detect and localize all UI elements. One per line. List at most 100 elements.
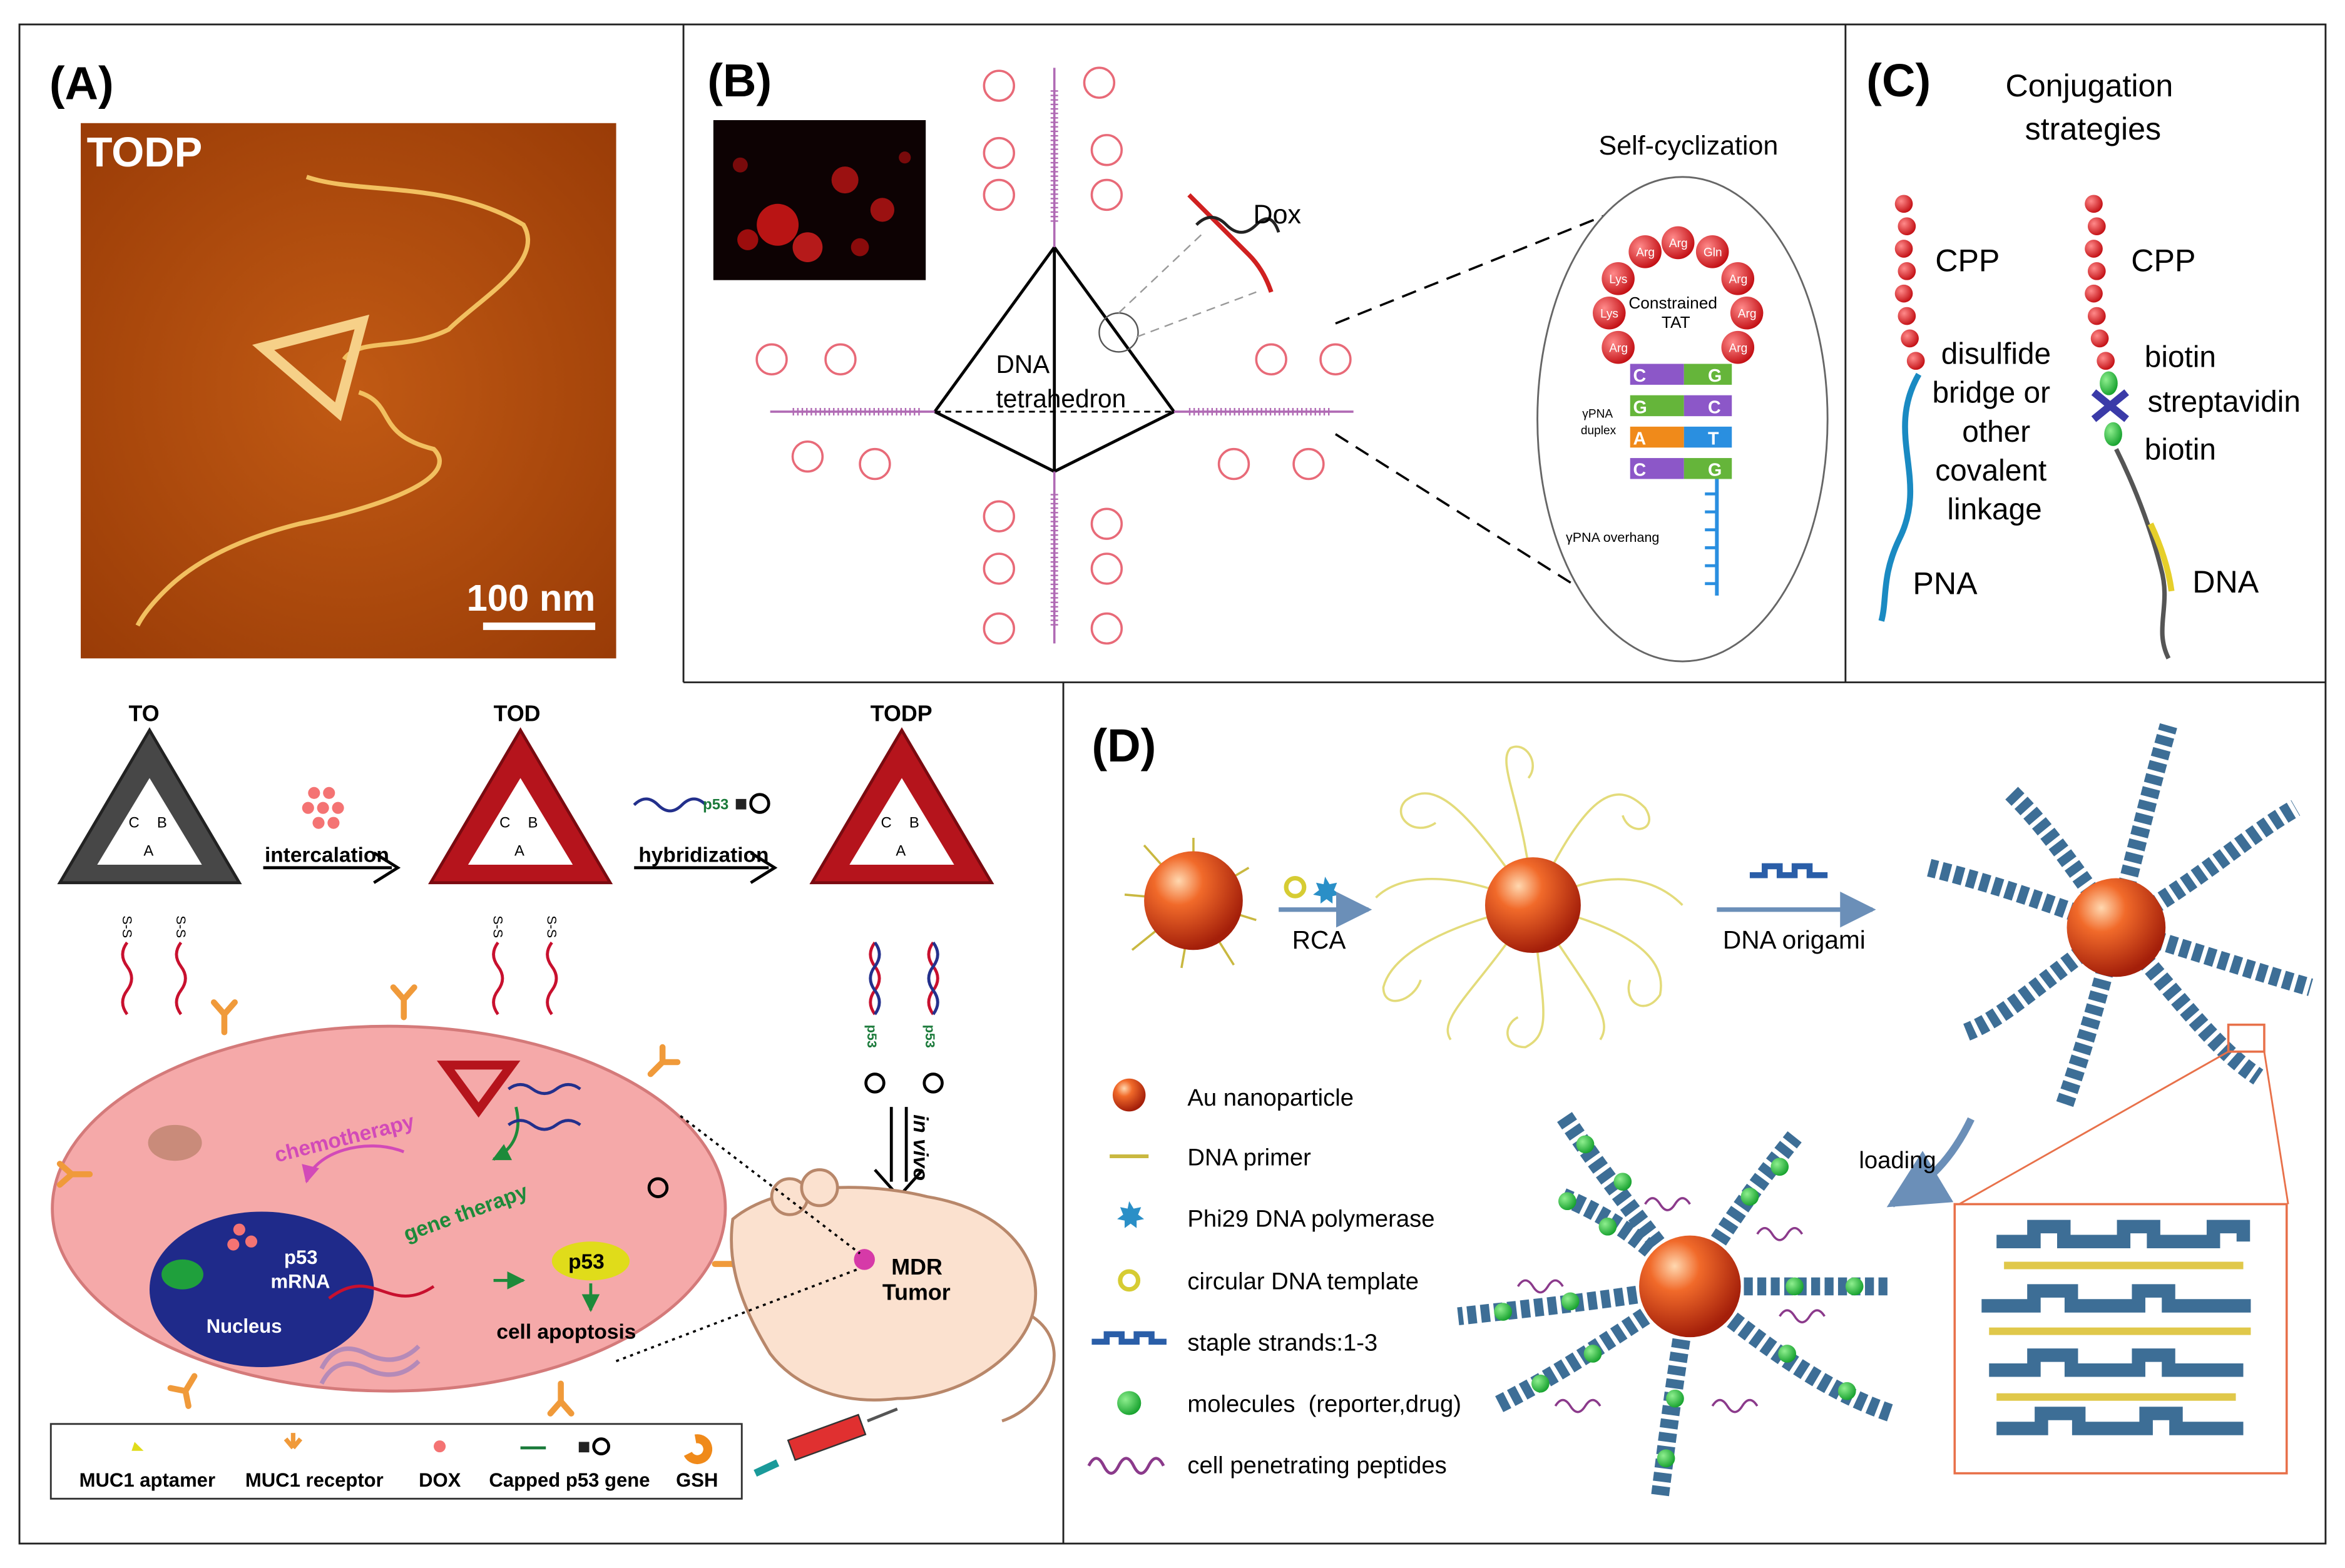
- apoptosis-label: cell apoptosis: [496, 1321, 636, 1344]
- step-hybridization: hybridization: [638, 843, 769, 867]
- origami-to: TO C B A S-S S-S: [57, 701, 242, 1016]
- panel-b: (B) DNA tetrahedron: [707, 54, 1829, 663]
- rca-product: [1375, 745, 1683, 1049]
- loading-label: loading: [1859, 1147, 1936, 1174]
- origami-tod: TOD C B A S-S S-S: [428, 701, 613, 1016]
- svg-text:B: B: [528, 814, 538, 831]
- cpp-chain-left: CPP disulfide bridge or other covalent l…: [1878, 195, 2051, 622]
- legend-d: Au nanoparticle DNA primer Phi29 DNA pol…: [1087, 1078, 1461, 1479]
- svg-text:S-S: S-S: [491, 915, 506, 938]
- svg-text:B: B: [909, 814, 919, 831]
- legend-staple-strands: staple strands:1-3: [1187, 1330, 1377, 1357]
- pna-duplex: C G G C A T C G γPNA duplex γPNA overhan…: [1566, 364, 1732, 596]
- pna-overhang-label: γPNA overhang: [1566, 530, 1659, 545]
- stage-label-to: TO: [129, 701, 160, 726]
- svg-text:G: G: [1708, 366, 1722, 386]
- rca-label: RCA: [1292, 925, 1346, 954]
- p53-protein-label: p53: [568, 1250, 605, 1273]
- svg-text:p53: p53: [922, 1025, 937, 1048]
- dox-zoom: Dox: [1098, 193, 1302, 353]
- pna-duplex-label-1: γPNA: [1582, 408, 1613, 421]
- linker-line-2: bridge or: [1932, 377, 2050, 410]
- mouse: MDR Tumor: [615, 1115, 1056, 1423]
- svg-text:C: C: [1633, 461, 1647, 481]
- legend-cpp: cell penetrating peptides: [1187, 1452, 1446, 1479]
- in-vivo-label: in vivo: [909, 1114, 932, 1181]
- linker-line-1: disulfide: [1941, 338, 2051, 371]
- legend-a: MUC1 aptamer MUC1 receptor DOX Capped p5…: [49, 1423, 743, 1500]
- pna-label: PNA: [1913, 566, 1978, 601]
- panel-d: (D) RCA: [1087, 720, 2313, 1497]
- dna-tetrahedron: [933, 246, 1175, 473]
- svg-text:T: T: [1708, 429, 1719, 449]
- svg-text:Arg: Arg: [1738, 307, 1757, 320]
- legend-muc1-receptor: MUC1 receptor: [245, 1469, 384, 1491]
- tumor-label-1: MDR: [891, 1255, 943, 1280]
- cpp-left-label: CPP: [1935, 243, 2000, 278]
- legend-dna-primer: DNA primer: [1187, 1144, 1311, 1171]
- scale-bar: [483, 622, 596, 630]
- disulfide-1: S-S: [120, 915, 135, 938]
- dna-arms: [770, 68, 1354, 644]
- legend-circular-template: circular DNA template: [1187, 1268, 1419, 1295]
- legend-phi29: Phi29 DNA polymerase: [1187, 1205, 1434, 1232]
- svg-text:Arg: Arg: [1729, 342, 1747, 355]
- svg-text:G: G: [1708, 461, 1722, 481]
- linker-line-4: covalent: [1935, 454, 2046, 487]
- dna-origami-label: DNA origami: [1723, 925, 1866, 954]
- svg-text:C: C: [881, 814, 892, 831]
- intercalation-arrow: intercalation: [263, 787, 401, 884]
- svg-text:Arg: Arg: [1669, 237, 1688, 250]
- svg-text:Lys: Lys: [1600, 307, 1618, 320]
- panel-c: (C) Conjugation strategies CPP disulfide…: [1866, 54, 2301, 659]
- nucleus-mrna: mRNA: [271, 1270, 330, 1292]
- legend-capped-p53: Capped p53 gene: [489, 1469, 650, 1491]
- origami-aunp: [1927, 723, 2313, 1110]
- p53-tag-arrow: p53: [703, 797, 728, 813]
- streptavidin-label: streptavidin: [2148, 385, 2301, 419]
- dox-label: Dox: [1254, 200, 1302, 230]
- tetrahedron-label-2: tetrahedron: [996, 384, 1127, 413]
- origami-zoom: [1953, 1023, 2289, 1475]
- scale-bar-label: 100 nm: [467, 577, 596, 619]
- linker-line-3: other: [1962, 415, 2030, 449]
- svg-text:C: C: [1633, 366, 1647, 386]
- pna-duplex-label-2: duplex: [1581, 424, 1617, 437]
- panel-a: (A) TODP 100 nm TO C B A S-S S-S: [49, 58, 1056, 1500]
- syringe: [754, 1407, 898, 1477]
- svg-text:B: B: [157, 814, 167, 831]
- panel-c-label: (C): [1866, 54, 1931, 106]
- p53-protein: [551, 1241, 630, 1281]
- dna-label: DNA: [2192, 564, 2259, 599]
- legend-au-nanoparticle: Au nanoparticle: [1187, 1084, 1354, 1111]
- svg-text:Gln: Gln: [1704, 246, 1722, 259]
- tat-ring: Arg Arg Gln Arg Arg Arg Arg Lys Lys Cons…: [1592, 226, 1764, 364]
- panel-a-label: (A): [49, 58, 114, 109]
- biotin-bottom-label: biotin: [2145, 433, 2216, 466]
- constrained-label: Constrained: [1628, 293, 1717, 312]
- cell: p53 mRNA Nucleus chemotherapy gene thera…: [51, 1024, 727, 1393]
- self-cyclization-label: Self-cyclization: [1599, 131, 1779, 161]
- rca-arrow: RCA: [1279, 875, 1372, 954]
- hairpin-loops: [755, 66, 1352, 645]
- panel-b-label: (B): [707, 54, 772, 106]
- panel-c-title-2: strategies: [2025, 111, 2162, 146]
- loaded-construct: [1457, 1109, 1895, 1497]
- disulfide-2: S-S: [173, 915, 188, 938]
- legend-muc1-aptamer: MUC1 aptamer: [79, 1469, 215, 1491]
- step-intercalation: intercalation: [265, 843, 389, 867]
- panel-frames: [18, 23, 2327, 1545]
- loading-arrow: loading: [1859, 1117, 1975, 1208]
- cpp-right-label: CPP: [2131, 243, 2195, 278]
- aunp-primers: [1124, 838, 1257, 969]
- hybridization-arrow: p53 hybridization: [633, 793, 778, 884]
- svg-text:S-S: S-S: [544, 915, 559, 938]
- stage-label-tod: TOD: [494, 701, 541, 726]
- stage-label-todp: TODP: [871, 701, 932, 726]
- svg-text:G: G: [1633, 397, 1647, 417]
- panel-d-label: (D): [1091, 720, 1156, 771]
- tat-label: TAT: [1662, 313, 1690, 332]
- svg-text:Arg: Arg: [1636, 246, 1655, 259]
- svg-text:p53: p53: [864, 1025, 879, 1048]
